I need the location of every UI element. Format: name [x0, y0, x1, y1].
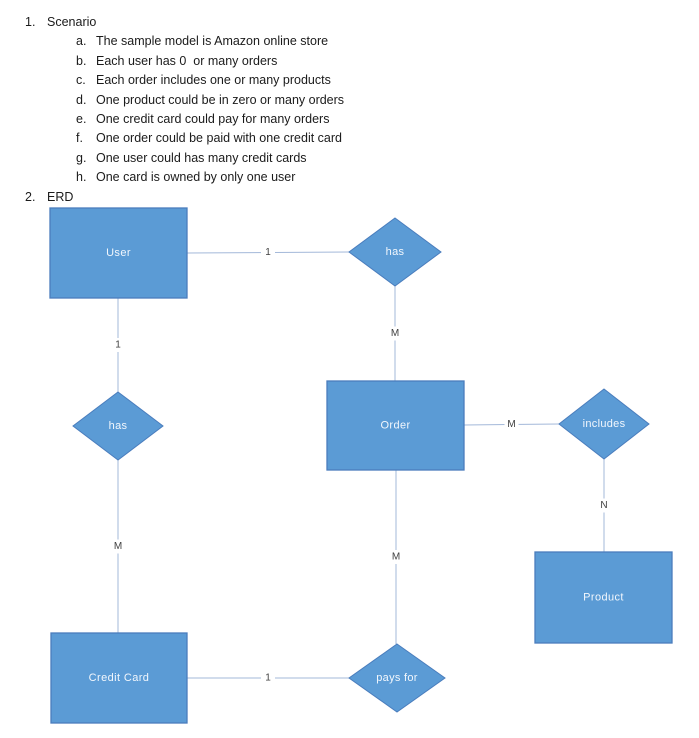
cardinality-label: 1: [265, 673, 271, 684]
cardinality-label-bg: [504, 417, 519, 432]
relationship-has[interactable]: [348, 217, 442, 287]
relationship-has[interactable]: [72, 391, 164, 461]
scenario-item-text: Each order includes one or many products: [96, 73, 331, 88]
cardinality-label-bg: [111, 539, 125, 554]
scenario-item: d. One product could be in zero or many o…: [76, 91, 689, 110]
scenario-item-marker: d.: [76, 92, 87, 107]
erd-number: 2.: [25, 189, 36, 204]
cardinality-label-bg: [388, 326, 402, 341]
entity-product[interactable]: [534, 551, 673, 644]
scenario-section: 1. Scenario a. The sample model is Amazon…: [25, 13, 689, 207]
scenario-item-marker: f.: [76, 131, 83, 146]
entity-order[interactable]: [326, 380, 465, 471]
entity-label: User: [106, 247, 131, 259]
relationship-label: pays for: [376, 672, 418, 684]
entity-label: Product: [583, 592, 624, 604]
scenario-item-marker: e.: [76, 112, 87, 127]
scenario-item: c. Each order includes one or many produc…: [76, 71, 689, 90]
entity-user[interactable]: [49, 207, 188, 299]
erd-title: ERD: [47, 189, 74, 204]
scenario-item-text: One user could has many credit cards: [96, 150, 307, 165]
cardinality-label-bg: [261, 671, 275, 685]
scenario-heading: 1. Scenario: [25, 13, 689, 32]
scenario-item-text: One card is owned by only one user: [96, 170, 296, 185]
scenario-item-text: One order could be paid with one credit …: [96, 131, 342, 146]
entity-label: Credit Card: [89, 672, 150, 684]
scenario-item-text: One credit card could pay for many order…: [96, 112, 330, 127]
scenario-item-text: The sample model is Amazon online store: [96, 34, 329, 49]
scenario-item: f. One order could be paid with one credi…: [76, 129, 689, 148]
entity-credit-card[interactable]: [50, 632, 188, 724]
cardinality-label: 1: [265, 247, 271, 258]
relationship-pays-for[interactable]: [348, 643, 446, 713]
relationship-label: has: [386, 246, 405, 258]
cardinality-label: M: [507, 419, 515, 430]
scenario-item: g. One user could has many credit cards: [76, 149, 689, 168]
scenario-items: a. The sample model is Amazon online stor…: [25, 32, 689, 187]
cardinality-label-bg: [261, 245, 275, 260]
cardinality-label-bg: [389, 550, 403, 564]
cardinality-label: N: [600, 500, 607, 511]
cardinality-label: M: [114, 541, 122, 552]
scenario-item-marker: a.: [76, 34, 87, 49]
scenario-item: e. One credit card could pay for many ord…: [76, 110, 689, 129]
cardinality-label: M: [392, 552, 400, 563]
scenario-item-text: Each user has 0 or many orders: [96, 53, 278, 68]
scenario-title: Scenario: [47, 15, 97, 29]
scenario-number: 1.: [25, 15, 36, 29]
scenario-item-marker: c.: [76, 73, 86, 88]
scenario-item-marker: g.: [76, 150, 87, 165]
relationship-label: has: [109, 420, 128, 432]
cardinality-label-bg: [597, 498, 611, 513]
entity-label: Order: [380, 420, 410, 432]
cardinality-label: M: [391, 328, 399, 339]
scenario-item-marker: h.: [76, 170, 87, 185]
cardinality-label: 1: [115, 340, 121, 351]
scenario-item: b. Each user has 0 or many orders: [76, 52, 689, 71]
scenario-item-text: One product could be in zero or many ord…: [96, 92, 345, 107]
scenario-item: h. One card is owned by only one user: [76, 168, 689, 187]
scenario-item: a. The sample model is Amazon online stor…: [76, 32, 689, 51]
cardinality-label-bg: [111, 338, 125, 352]
scenario-item-marker: b.: [76, 53, 87, 68]
relationship-label: includes: [583, 418, 626, 430]
relationship-includes[interactable]: [558, 388, 650, 460]
erd-heading: 2. ERD: [25, 188, 689, 207]
